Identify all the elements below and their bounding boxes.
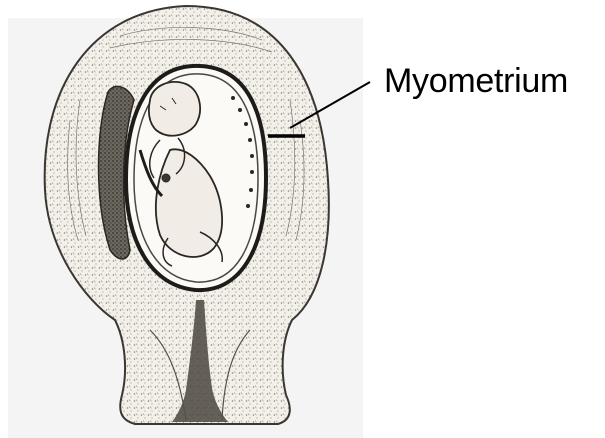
myometrium-label: Myometrium xyxy=(384,62,568,101)
